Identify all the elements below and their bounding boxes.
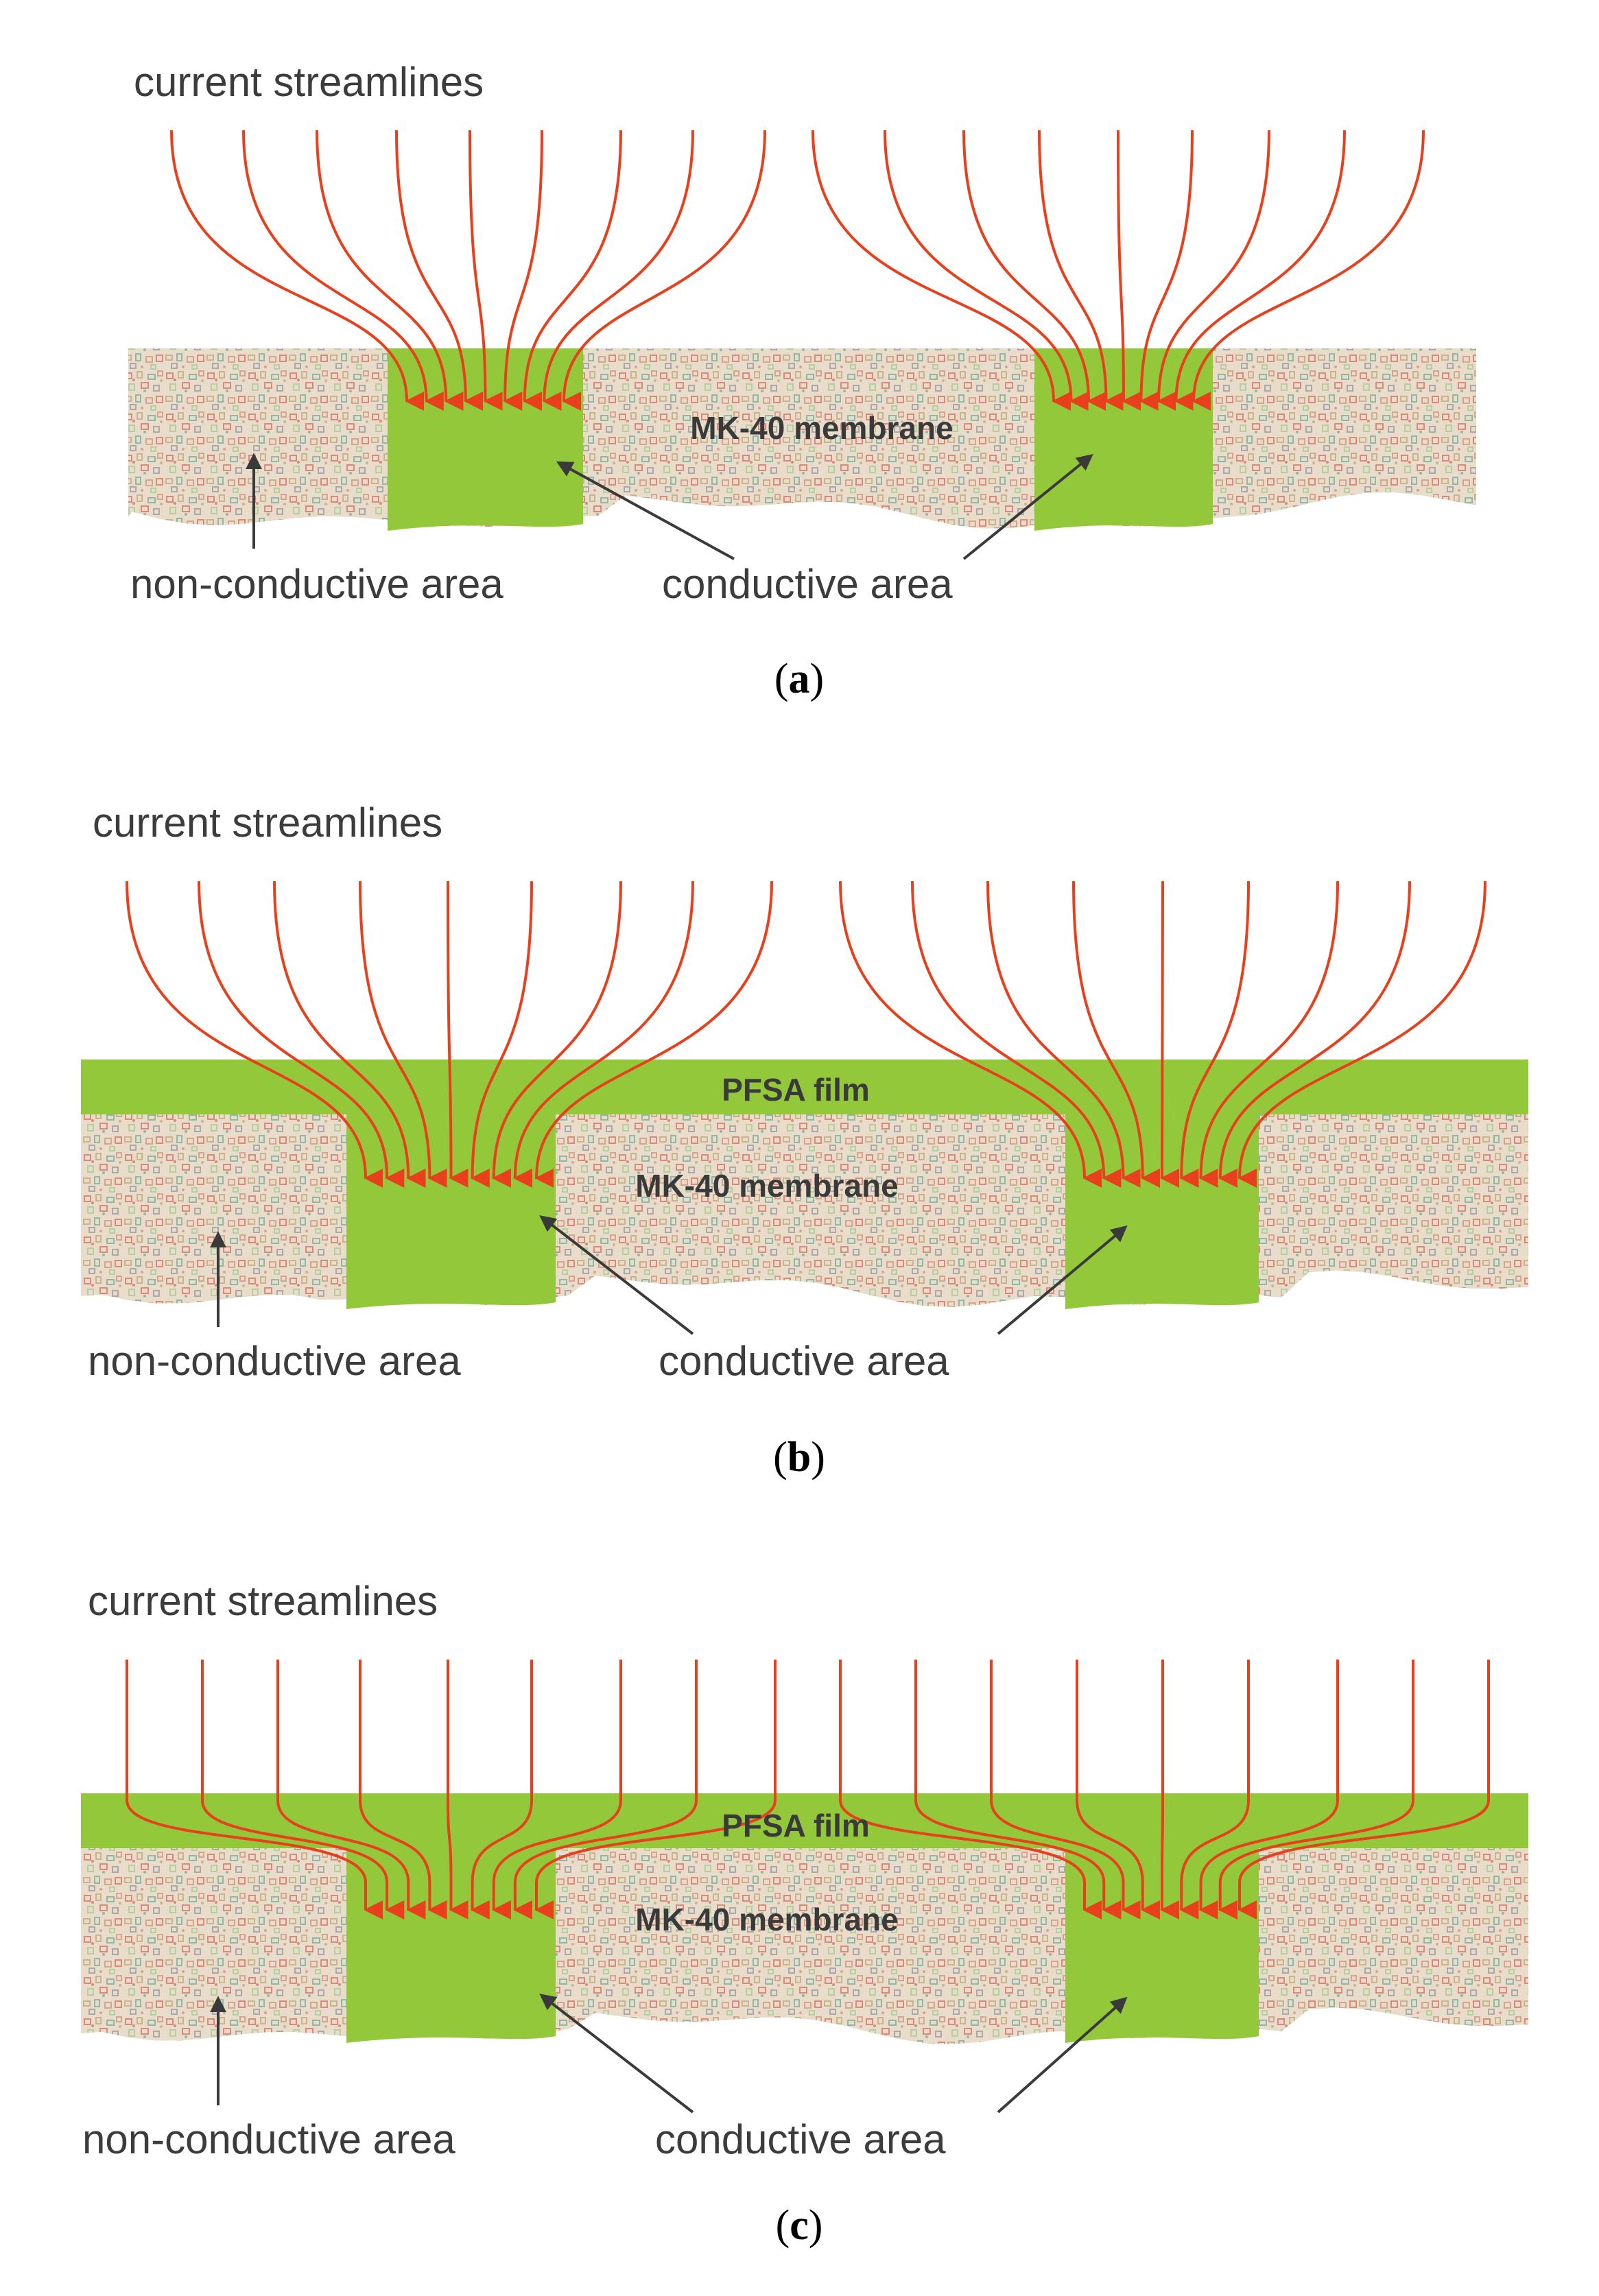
streamline	[503, 130, 543, 411]
streamline	[359, 1660, 447, 1920]
conductive-well-2	[1065, 1113, 1259, 1309]
conductive-label: conductive area	[655, 2116, 946, 2162]
conductive-well-1	[346, 1847, 556, 2043]
membrane-label: MK-40 membrane	[690, 410, 953, 446]
streamline	[1160, 1660, 1180, 1920]
streamline	[1157, 130, 1270, 411]
caption-open: (	[773, 1434, 787, 1481]
streamline	[562, 130, 766, 411]
streamline	[1174, 130, 1346, 411]
streamline	[447, 881, 469, 1188]
streamline	[534, 881, 773, 1188]
streamline	[990, 1660, 1141, 1920]
caption-close: )	[811, 1434, 825, 1481]
streamline	[242, 130, 444, 411]
streamline	[170, 130, 425, 411]
streamline	[1160, 881, 1180, 1188]
streamline	[542, 130, 694, 411]
conductive-pointer-1	[539, 1215, 694, 1335]
membrane-label: MK-40 membrane	[635, 1168, 898, 1204]
conductive-well-1	[346, 1113, 556, 1309]
streamline	[534, 1660, 777, 1920]
streamline	[986, 881, 1141, 1188]
streamline	[470, 1660, 533, 1920]
streamline	[276, 1660, 426, 1920]
streamline	[914, 1660, 1122, 1920]
streamline	[198, 881, 405, 1188]
caption-letter: c	[790, 2202, 809, 2249]
streamline	[1117, 130, 1141, 411]
streamline	[839, 1660, 1102, 1920]
streamline	[839, 881, 1102, 1188]
streamline	[201, 1660, 405, 1920]
streamline	[1038, 130, 1124, 411]
streamline	[1198, 1660, 1339, 1920]
streamline	[1237, 1660, 1490, 1920]
streamline	[1179, 881, 1250, 1188]
streamline	[1076, 1660, 1160, 1920]
membrane-label: MK-40 membrane	[635, 1902, 898, 1937]
streamline	[126, 881, 383, 1188]
conductive-label: conductive area	[659, 1338, 949, 1384]
streamline	[1179, 1660, 1250, 1920]
streamline	[1139, 130, 1194, 411]
streamline	[522, 130, 622, 411]
film-label: PFSA film	[722, 1072, 870, 1108]
streamline	[1198, 881, 1339, 1188]
panel-title: current streamlines	[88, 1578, 438, 1624]
streamline	[469, 130, 503, 411]
streamline	[359, 881, 447, 1188]
film-label: PFSA film	[722, 1808, 870, 1843]
caption-close: )	[809, 2202, 823, 2249]
non-conductive-label: non-conductive area	[130, 561, 504, 607]
non-conductive-label: non-conductive area	[82, 2116, 455, 2162]
conductive-well-2	[1065, 1847, 1259, 2043]
caption-open: (	[776, 2202, 790, 2249]
streamline	[1218, 1660, 1414, 1920]
streamline	[911, 881, 1122, 1188]
streamline	[513, 881, 694, 1188]
streamline	[513, 1660, 698, 1920]
streamline	[395, 130, 484, 411]
pfsa-film-layer	[81, 1793, 1528, 1848]
panel-caption: (a)	[774, 656, 824, 702]
streamline	[470, 881, 533, 1188]
streamline	[1218, 881, 1411, 1188]
streamline	[491, 1660, 622, 1920]
panel-title: current streamlines	[134, 59, 484, 105]
membrane-body	[81, 1848, 1528, 2044]
caption-open: (	[774, 656, 789, 702]
streamline	[884, 130, 1089, 411]
conductive-pointer-1	[539, 1994, 694, 2114]
membrane-body	[81, 1114, 1528, 1307]
conductive-label: conductive area	[662, 561, 953, 607]
pfsa-film-layer	[81, 1060, 1528, 1114]
conductive-pointer-1	[556, 461, 735, 560]
streamline	[1237, 881, 1487, 1188]
streamline	[1072, 881, 1160, 1188]
caption-letter: a	[789, 656, 810, 702]
conductive-pointer-2	[997, 1996, 1128, 2114]
streamline	[962, 130, 1106, 411]
streamline	[812, 130, 1071, 411]
streamline	[447, 1660, 469, 1920]
streamline	[126, 1660, 383, 1920]
non-conductive-label: non-conductive area	[88, 1338, 461, 1384]
streamline	[491, 881, 622, 1188]
conductive-pointer-2	[962, 453, 1093, 560]
streamline	[273, 881, 426, 1188]
caption-letter: b	[787, 1434, 811, 1481]
conductive-pointer-2	[997, 1225, 1128, 1335]
streamline	[316, 130, 464, 411]
panel-caption: (b)	[773, 1434, 825, 1481]
streamline	[1192, 130, 1425, 411]
panel-caption: (c)	[776, 2202, 823, 2249]
caption-close: )	[810, 656, 825, 702]
panel-title: current streamlines	[93, 800, 442, 846]
